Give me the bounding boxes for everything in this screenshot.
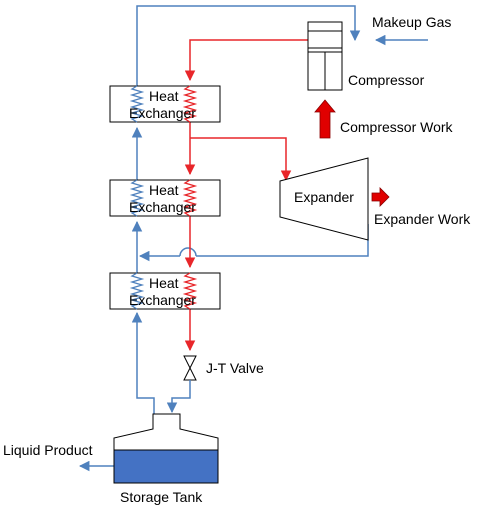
- compressor-work-label: Compressor Work: [340, 119, 454, 135]
- hot-feed-stream: [184, 39, 308, 352]
- hot-coil: [182, 179, 198, 217]
- line-crossover-hop: [179, 247, 197, 257]
- cold-coil: [129, 272, 145, 310]
- heat-exchanger-3-label-line1: Heat: [149, 275, 179, 291]
- heat-exchanger-2-label-line2: Exchanger: [129, 199, 196, 215]
- heat-exchanger-2: Heat Exchanger: [109, 179, 221, 217]
- valve-outlet-line-2: [166, 392, 191, 414]
- heat-exchanger-2-label-line1: Heat: [149, 182, 179, 198]
- heat-exchanger-1-label-line2: Exchanger: [129, 105, 196, 121]
- heat-exchanger-3: Heat Exchanger: [109, 272, 221, 310]
- compressor: [307, 21, 343, 91]
- cold-coil: [129, 179, 145, 217]
- liquid-product-label: Liquid Product: [3, 442, 93, 458]
- tank-vapor-line: [131, 311, 155, 414]
- storage-tank: [113, 413, 219, 484]
- heat-exchanger-1: Heat Exchanger: [109, 85, 221, 123]
- jt-valve: [183, 355, 197, 381]
- compressor-discharge-line: [184, 39, 308, 82]
- heat-exchanger-3-label-line2: Exchanger: [129, 292, 196, 308]
- stored-liquid: [114, 450, 218, 483]
- jt-valve-label: J-T Valve: [206, 360, 264, 376]
- storage-tank-label: Storage Tank: [120, 489, 203, 505]
- hot-coil: [182, 85, 198, 123]
- cold-coil: [129, 85, 145, 123]
- expander-feed-line: [190, 137, 292, 182]
- compressor-label: Compressor: [348, 72, 425, 88]
- recycle-line: [136, 5, 361, 86]
- expander: [279, 157, 369, 241]
- makeup-gas-label: Makeup Gas: [372, 14, 451, 30]
- expander-work-arrow: [371, 187, 390, 207]
- compressor-work-arrow: [314, 99, 336, 139]
- expander-label: Expander: [294, 189, 354, 205]
- expander-work-label: Expander Work: [374, 211, 471, 227]
- hot-coil: [182, 272, 198, 310]
- heat-exchanger-1-label-line1: Heat: [149, 88, 179, 104]
